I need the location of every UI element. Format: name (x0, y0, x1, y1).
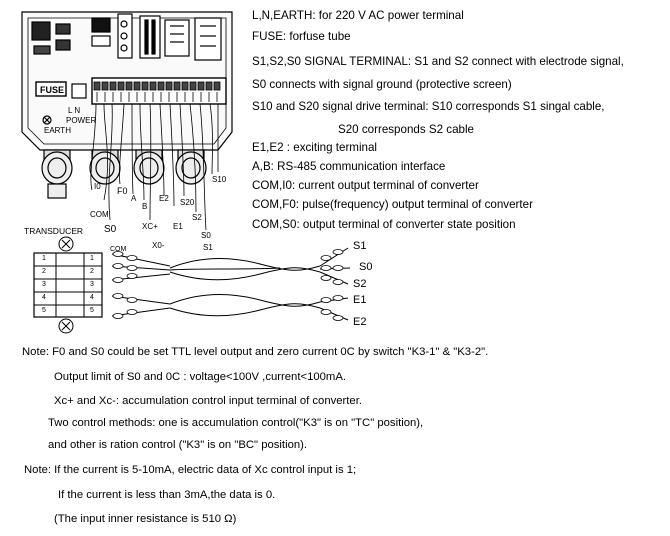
note-line: Xc+ and Xc-: accumulation control input … (54, 395, 362, 407)
cable-e1-label: E1 (353, 294, 367, 306)
cable-ferrule (320, 309, 332, 315)
terminal-a-label: A (131, 194, 137, 203)
terminal-screw (109, 81, 117, 91)
transducer-pin-right: 2 (90, 268, 94, 275)
terminal-screw (173, 81, 181, 91)
transducer-block (33, 236, 103, 334)
terminal-com1-label: COM (90, 210, 109, 219)
cable-ferrule (320, 265, 332, 271)
terminal-screw (197, 81, 205, 91)
terminal-e2-label: E2 (159, 194, 169, 203)
terminal-com2-label: COM (110, 246, 127, 253)
terminal-screw (141, 81, 149, 91)
legend-line: A,B: RS-485 communication interface (252, 160, 446, 173)
terminal-screws (93, 81, 221, 102)
transducer-pin-right: 3 (90, 281, 94, 288)
terminal-e1-label: E1 (173, 222, 183, 231)
terminal-screw (149, 81, 157, 91)
terminal-wires (90, 103, 219, 231)
terminal-s2-label: S2 (192, 213, 202, 222)
terminal-xc-minus-label: X0- (152, 241, 165, 250)
terminal-screw (213, 81, 221, 91)
note-line: If the current is less than 3mA,the data… (58, 489, 276, 501)
transducer-pin-left: 4 (42, 294, 46, 301)
cable-ferrule (126, 255, 138, 261)
cable-ferrule (126, 273, 138, 279)
transducer-pin-right: 1 (90, 255, 94, 262)
transducer-pin-right: 4 (90, 294, 94, 301)
terminal-screw (165, 81, 173, 91)
earth-label: EARTH (44, 126, 71, 135)
excitation-cable (111, 293, 349, 321)
legend-line: FUSE: forfuse tube (252, 30, 351, 43)
cable-ferrule (320, 275, 332, 281)
terminal-screw (133, 81, 141, 91)
legend-line: S0 connects with signal ground (protecti… (252, 78, 512, 91)
fuse-label: FUSE (40, 85, 65, 95)
cable-ferrule (320, 255, 332, 261)
cable-ferrule (126, 309, 138, 315)
ln-label: L N (68, 106, 81, 115)
signal-cable (111, 247, 351, 285)
note-line: and other is ration control ("K3" is on … (48, 439, 308, 451)
power-label: POWER (66, 116, 97, 125)
cable-ferrules (112, 249, 344, 321)
legend-line: E1,E2 : exciting terminal (252, 141, 378, 154)
cable-ferrule (126, 297, 138, 303)
terminal-screw (205, 81, 213, 91)
cable-ferrule (112, 251, 124, 257)
terminal-screw (125, 81, 133, 91)
terminal-s1-label: S1 (203, 243, 213, 252)
cable-ferrule (112, 277, 124, 283)
terminal-screw (93, 81, 101, 91)
terminal-i0-label: I0 (94, 182, 101, 191)
legend-line: L,N,EARTH: for 220 V AC power terminal (252, 9, 464, 22)
transducer-pin-left: 3 (42, 281, 46, 288)
terminal-s0a-label: S0 (104, 224, 117, 235)
legend-line: COM,F0: pulse(frequency) output terminal… (252, 198, 533, 211)
terminal-xc-plus-label: XC+ (142, 222, 158, 231)
cable-ferrule (112, 313, 124, 319)
transducer-title: TRANSDUCER (24, 226, 84, 236)
cable-ferrule (332, 249, 344, 255)
note-line: Two control methods: one is accumulation… (48, 417, 424, 429)
terminal-screw (157, 81, 165, 91)
terminal-screw (189, 81, 197, 91)
cable-ferrule (126, 265, 138, 271)
cable-s0-label: S0 (359, 261, 373, 273)
cable-ferrule (112, 293, 124, 299)
legend-line: S20 corresponds S2 cable (338, 123, 474, 136)
note-line: (The input inner resistance is 510 Ω) (54, 513, 237, 525)
cable-s2-label: S2 (353, 278, 367, 290)
legend-line: COM,I0: current output terminal of conve… (252, 179, 479, 192)
cable-ferrule (112, 263, 124, 269)
note-line: Note: F0 and S0 could be set TTL level o… (22, 346, 489, 358)
terminal-s20-label: S20 (180, 198, 195, 207)
transducer-pin-left: 1 (42, 255, 46, 262)
terminal-s10-label: S10 (212, 175, 227, 184)
legend-line: COM,S0: output terminal of converter sta… (252, 218, 516, 231)
transducer-pin-left: 5 (42, 307, 46, 314)
legend-line: S1,S2,S0 SIGNAL TERMINAL: S1 and S2 conn… (252, 55, 624, 68)
terminal-s0b-label: S0 (201, 231, 211, 240)
note-line: Note: If the current is 5-10mA, electric… (24, 464, 357, 476)
terminal-screw (181, 81, 189, 91)
terminal-b-label: B (142, 202, 148, 211)
terminal-screw (117, 81, 125, 91)
cable-ferrule (332, 279, 344, 285)
transducer-pin-left: 2 (42, 268, 46, 275)
cable-ferrule (332, 315, 344, 321)
cable-ferrule (320, 297, 332, 303)
terminal-f0-label: F0 (117, 186, 128, 196)
terminal-screw (101, 81, 109, 91)
cable-ferrule (332, 295, 344, 301)
cable-e2-label: E2 (353, 316, 367, 328)
transducer-pin-right: 5 (90, 307, 94, 314)
note-line: Output limit of S0 and 0C : voltage<100V… (54, 371, 347, 383)
cable-s1-label: S1 (353, 240, 367, 252)
cable-ferrule (332, 265, 344, 271)
legend-line: S10 and S20 signal drive terminal: S10 c… (252, 100, 605, 113)
